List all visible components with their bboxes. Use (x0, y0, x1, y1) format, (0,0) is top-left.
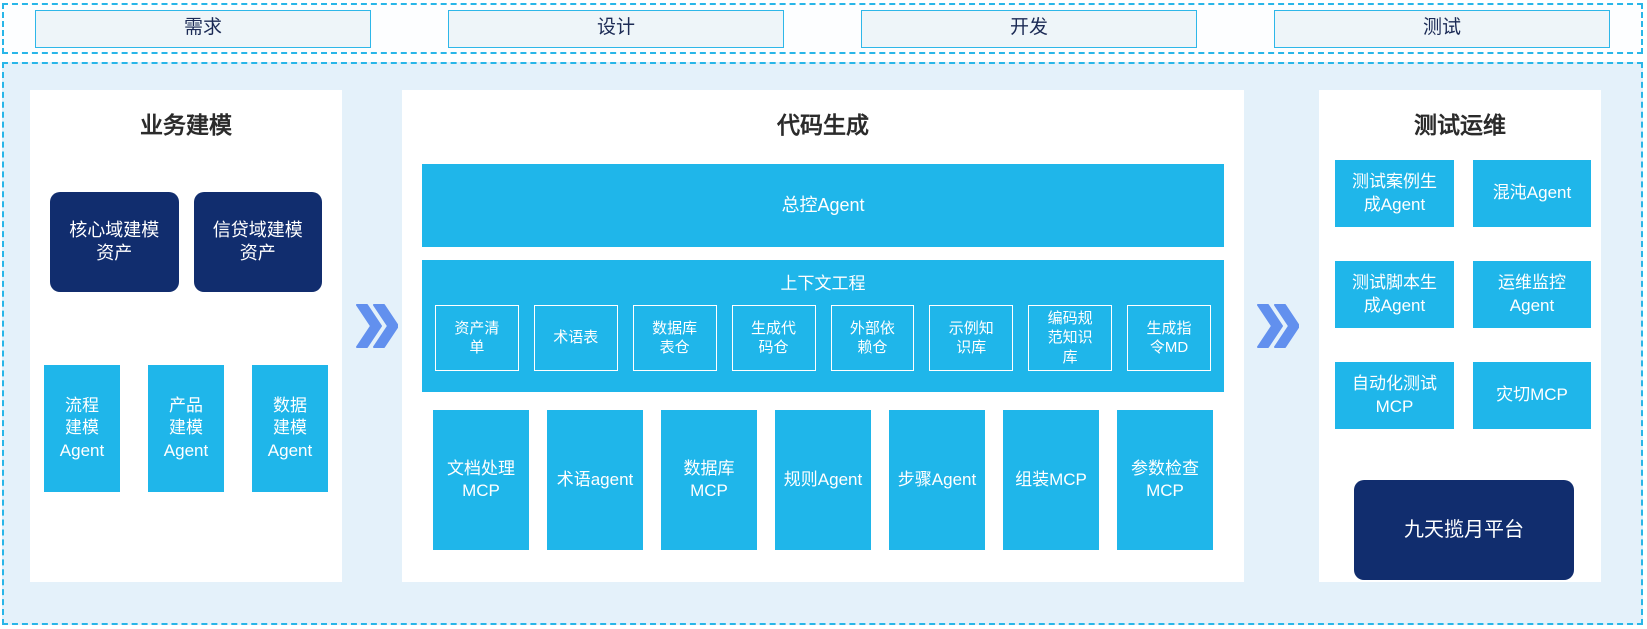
box-label: 参数检查 MCP (1131, 458, 1199, 500)
auto-test-mcp-box: 自动化测试 MCP (1335, 362, 1454, 429)
master-agent-bar: 总控Agent (422, 164, 1224, 247)
external-deps-repo-box: 外部依 赖仓 (830, 305, 915, 371)
double-chevron-right-icon (1257, 304, 1299, 348)
box-label: 术语agent (556, 469, 634, 489)
chaos-agent-box: 混沌Agent (1473, 160, 1591, 227)
code-generation-title: 代码生成 (777, 112, 869, 138)
box-label: 生成指 令MD (1146, 319, 1192, 357)
phase-box-development: 开发 (861, 9, 1197, 48)
generated-code-repo-box: 生成代 码仓 (731, 305, 816, 371)
box-label: 外部依 赖仓 (849, 319, 895, 357)
context-engineering-title: 上下文工程 (780, 274, 866, 293)
assembly-mcp-box: 组装MCP (1003, 410, 1099, 550)
double-chevron-right-icon (356, 304, 398, 348)
box-label: 数据库 MCP (683, 458, 735, 500)
phase-label: 测试 (1422, 17, 1461, 39)
box-label: 规则Agent (783, 469, 863, 489)
context-item-row: 资产清 单 术语表 数据库 表仓 生成代 码仓 外部依 赖仓 示例知 识库 (422, 305, 1224, 371)
box-label: 混沌Agent (1492, 183, 1572, 203)
box-label: 数据 建模 Agent (267, 396, 313, 460)
data-modeling-agent-box: 数据 建模 Agent (252, 365, 328, 492)
box-label: 流程 建模 Agent (59, 396, 105, 460)
glossary-agent-box: 术语agent (547, 410, 643, 550)
test-case-gen-agent-box: 测试案例生 成Agent (1335, 160, 1454, 227)
code-generation-panel: 代码生成 总控Agent 上下文工程 资产清 单 术语表 数据库 表仓 生成代 … (402, 90, 1244, 582)
box-label: 总控Agent (781, 194, 865, 215)
param-check-mcp-box: 参数检查 MCP (1117, 410, 1213, 550)
credit-domain-asset-box: 信贷域建模 资产 (193, 192, 322, 292)
generate-instruction-md-box: 生成指 令MD (1127, 305, 1211, 371)
example-kb-box: 示例知 识库 (929, 305, 1014, 371)
phase-label: 需求 (183, 17, 222, 39)
test-ops-title: 测试运维 (1414, 112, 1506, 138)
business-modeling-panel: 业务建模 核心域建模 资产 信贷域建模 资产 流程 建模 Agent 产品 建模… (30, 90, 342, 582)
phase-label: 设计 (596, 17, 635, 39)
phase-strip: 需求 设计 开发 测试 (2, 3, 1643, 54)
jiutian-lanyue-platform-box: 九天揽月平台 (1354, 480, 1574, 580)
step-agent-box: 步骤Agent (889, 410, 985, 550)
core-domain-asset-box: 核心域建模 资产 (50, 192, 179, 292)
database-mcp-box: 数据库 MCP (661, 410, 757, 550)
box-label: 文档处理 MCP (447, 458, 515, 500)
business-modeling-title: 业务建模 (140, 112, 232, 138)
test-ops-panel: 测试运维 测试案例生 成Agent 混沌Agent 测试脚本生 成Agent 运… (1319, 90, 1601, 582)
box-label: 自动化测试 MCP (1352, 374, 1437, 416)
rule-agent-box: 规则Agent (775, 410, 871, 550)
coding-standard-kb-box: 编码规 范知识 库 (1028, 305, 1113, 371)
modeling-asset-row: 核心域建模 资产 信贷域建模 资产 (50, 192, 322, 292)
doc-processing-mcp-box: 文档处理 MCP (433, 410, 529, 550)
box-label: 示例知 识库 (948, 319, 994, 357)
box-label: 术语表 (553, 329, 599, 347)
box-label: 组装MCP (1015, 469, 1087, 489)
glossary-box: 术语表 (533, 305, 618, 371)
phase-label: 开发 (1009, 17, 1048, 39)
box-label: 产品 建模 Agent (163, 396, 209, 460)
phase-box-requirements: 需求 (35, 9, 371, 48)
test-script-gen-agent-box: 测试脚本生 成Agent (1335, 261, 1454, 328)
context-engineering-section: 上下文工程 资产清 单 术语表 数据库 表仓 生成代 码仓 外部依 赖仓 (422, 260, 1224, 392)
phase-box-testing: 测试 (1274, 9, 1610, 48)
box-label: 生成代 码仓 (751, 319, 797, 357)
box-label: 数据库 表仓 (652, 319, 698, 357)
box-label: 测试案例生 成Agent (1352, 172, 1437, 214)
executor-row: 文档处理 MCP 术语agent 数据库 MCP 规则Agent 步骤Agent… (433, 410, 1213, 550)
phase-box-design: 设计 (448, 9, 784, 48)
box-label: 核心域建模 资产 (69, 219, 160, 263)
box-label: 步骤Agent (897, 469, 977, 489)
test-ops-grid: 测试案例生 成Agent 混沌Agent 测试脚本生 成Agent 运维监控 A… (1335, 160, 1591, 429)
disaster-switch-mcp-box: 灾切MCP (1473, 362, 1591, 429)
product-modeling-agent-box: 产品 建模 Agent (148, 365, 224, 492)
box-label: 运维监控 Agent (1498, 273, 1566, 315)
ops-monitor-agent-box: 运维监控 Agent (1473, 261, 1591, 328)
process-modeling-agent-box: 流程 建模 Agent (44, 365, 120, 492)
main-canvas: 业务建模 核心域建模 资产 信贷域建模 资产 流程 建模 Agent 产品 建模… (2, 62, 1643, 625)
box-label: 灾切MCP (1496, 385, 1568, 405)
modeling-agent-row: 流程 建模 Agent 产品 建模 Agent 数据 建模 Agent (44, 365, 328, 492)
asset-list-box: 资产清 单 (435, 305, 519, 371)
box-label: 测试脚本生 成Agent (1352, 273, 1437, 315)
box-label: 编码规 范知识 库 (1047, 309, 1093, 366)
box-label: 资产清 单 (454, 319, 500, 357)
db-table-repo-box: 数据库 表仓 (632, 305, 717, 371)
box-label: 信贷域建模 资产 (212, 219, 303, 263)
box-label: 九天揽月平台 (1404, 519, 1524, 541)
